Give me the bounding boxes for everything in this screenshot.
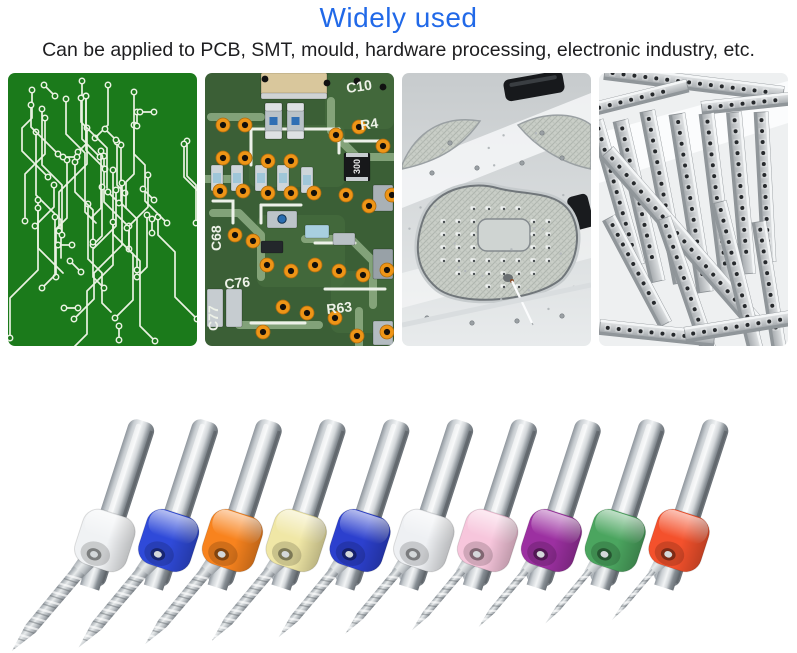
drill-bit bbox=[411, 419, 537, 631]
drill-bit bbox=[6, 419, 155, 652]
ring-collar bbox=[520, 508, 583, 573]
ring-collar bbox=[74, 508, 136, 573]
metal-strip bbox=[603, 73, 785, 102]
silkscreen-label: R63 bbox=[326, 298, 353, 317]
drill-bit bbox=[141, 419, 282, 645]
ring-collar bbox=[584, 508, 647, 573]
page-subtitle: Can be applied to PCB, SMT, mould, hardw… bbox=[42, 39, 755, 61]
ring-collar bbox=[137, 508, 200, 573]
metal-strip bbox=[700, 91, 788, 115]
ring-collar bbox=[201, 508, 264, 573]
photo-metal-strips bbox=[599, 73, 788, 346]
metal-strip bbox=[599, 78, 690, 120]
ring-collar bbox=[393, 508, 455, 573]
silkscreen-label: C77 bbox=[205, 305, 221, 331]
silkscreen-label: C76 bbox=[224, 273, 251, 292]
drill-bit bbox=[545, 419, 665, 624]
drill-bit bbox=[207, 419, 346, 643]
drill-bits-photo bbox=[6, 419, 729, 652]
metal-strip bbox=[602, 214, 672, 328]
ring-collar bbox=[456, 508, 519, 573]
ring-collar bbox=[648, 508, 710, 573]
silkscreen-label: C68 bbox=[208, 225, 224, 251]
drill-bit bbox=[276, 419, 410, 638]
silkscreen-label: C10 bbox=[345, 77, 373, 96]
drill-bit bbox=[341, 419, 474, 634]
photo-cnc-mould bbox=[402, 73, 591, 346]
metal-strip bbox=[683, 307, 788, 343]
ring-collar bbox=[265, 508, 328, 573]
page-title: Widely used bbox=[319, 2, 478, 33]
drill-bit bbox=[476, 419, 601, 627]
metal-strip bbox=[655, 215, 719, 346]
ring-collar bbox=[329, 508, 391, 573]
drill-bit bbox=[77, 419, 218, 648]
silkscreen-label: R4 bbox=[359, 115, 379, 133]
photo-pcb-traces bbox=[8, 73, 197, 346]
metal-strip bbox=[726, 111, 756, 275]
resistor-code-label: 300 bbox=[352, 159, 362, 174]
